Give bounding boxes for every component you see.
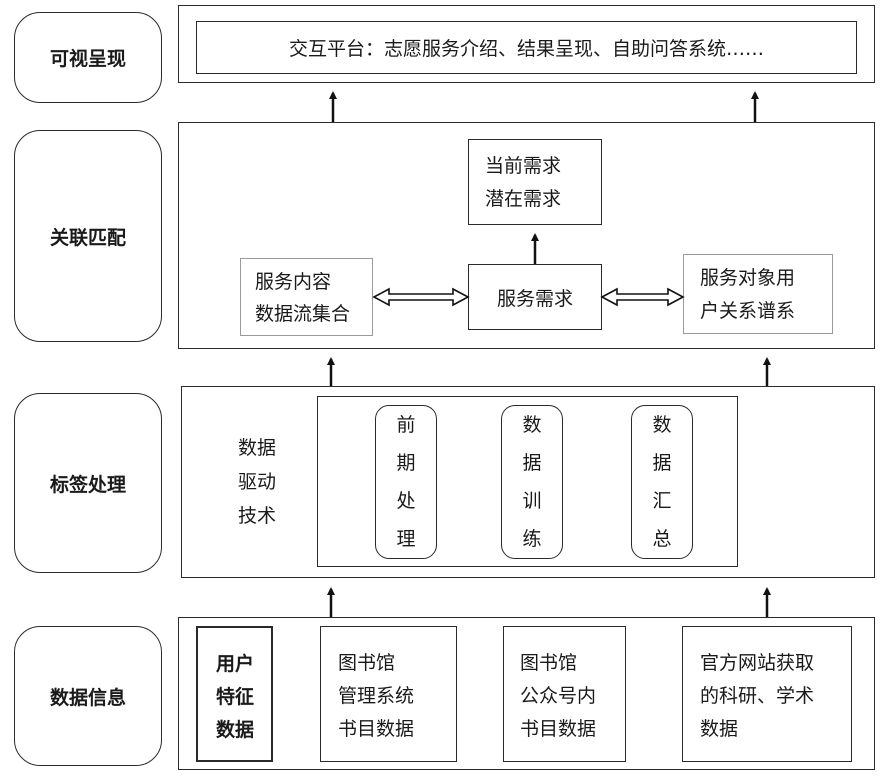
layer-label-text: 标签处理	[49, 473, 126, 496]
layer-label-visual: 可视呈现	[14, 12, 162, 103]
layer-label-text: 数据信息	[49, 686, 126, 709]
service-content-line: 数据流集合	[255, 303, 351, 325]
layer-label-matching: 关联匹配	[14, 130, 162, 342]
user-relation-line: 服务对象用	[700, 267, 796, 289]
step-char: 理	[396, 528, 416, 550]
source-official-website: 官方网站获取 的科研、学术 数据	[682, 626, 852, 762]
interactive-platform-box: 交互平台：志愿服务介绍、结果呈现、自助问答系统……	[196, 21, 857, 74]
source-line: 特征	[216, 686, 255, 708]
source-line: 数据	[700, 718, 739, 740]
source-line: 官方网站获取	[700, 652, 815, 674]
step-char: 前	[396, 414, 416, 436]
step-char: 期	[396, 452, 416, 474]
user-relation-line: 户关系谱系	[700, 300, 796, 322]
layer-label-text: 关联匹配	[49, 226, 126, 249]
step-data-training: 数 据 训 练	[501, 405, 563, 559]
step-char: 总	[652, 528, 672, 550]
driver-line: 技术	[238, 505, 277, 527]
demand-potential: 潜在需求	[485, 188, 562, 210]
data-driven-tech-label: 数据 驱动 技术	[238, 431, 276, 533]
source-line: 图书馆	[520, 652, 578, 674]
step-char: 练	[522, 528, 542, 550]
source-user-features: 用户 特征 数据	[196, 626, 273, 762]
source-line: 公众号内	[520, 685, 597, 707]
demand-types-box: 当前需求 潜在需求	[468, 139, 602, 225]
source-line: 数据	[216, 719, 255, 741]
service-content-box: 服务内容 数据流集合	[240, 258, 373, 336]
step-char: 据	[522, 452, 542, 474]
step-char: 汇	[652, 490, 672, 512]
user-relation-box: 服务对象用 户关系谱系	[683, 254, 833, 334]
step-char: 数	[652, 414, 672, 436]
step-char: 处	[396, 490, 416, 512]
source-line: 书目数据	[520, 718, 597, 740]
step-preprocessing: 前 期 处 理	[375, 405, 437, 559]
source-line: 的科研、学术	[700, 685, 815, 707]
source-line: 管理系统	[338, 685, 415, 707]
driver-line: 驱动	[238, 471, 277, 493]
source-line: 图书馆	[338, 652, 396, 674]
service-demand-text: 服务需求	[496, 287, 573, 310]
layer-label-text: 可视呈现	[49, 48, 126, 70]
source-library-management: 图书馆 管理系统 书目数据	[320, 626, 457, 762]
layer-label-tagging: 标签处理	[14, 393, 162, 573]
step-char: 数	[522, 414, 542, 436]
source-library-wechat: 图书馆 公众号内 书目数据	[503, 626, 626, 762]
interactive-platform-text: 交互平台：志愿服务介绍、结果呈现、自助问答系统……	[288, 38, 764, 60]
driver-line: 数据	[238, 437, 277, 459]
service-content-line: 服务内容	[255, 271, 332, 293]
step-data-aggregation: 数 据 汇 总	[631, 405, 693, 559]
source-line: 书目数据	[338, 718, 415, 740]
step-char: 训	[522, 490, 542, 512]
step-char: 据	[652, 452, 672, 474]
service-demand-box: 服务需求	[468, 264, 602, 330]
source-line: 用户	[216, 653, 255, 675]
demand-current: 当前需求	[485, 155, 562, 177]
layer-label-data: 数据信息	[14, 626, 162, 766]
